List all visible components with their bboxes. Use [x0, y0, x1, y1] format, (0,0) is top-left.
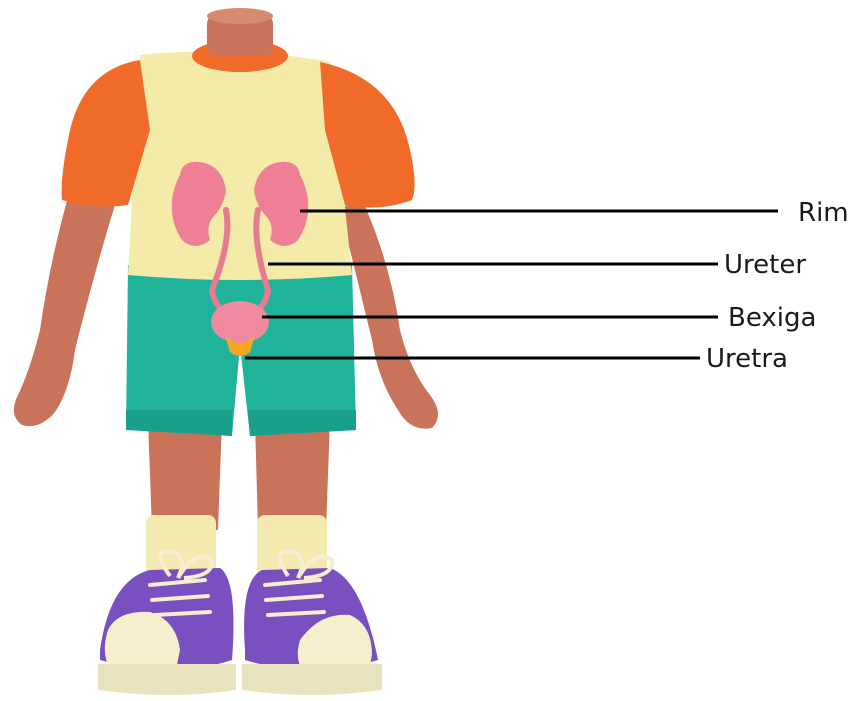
- bladder: [211, 301, 269, 343]
- label-bexiga: Bexiga: [728, 303, 816, 333]
- shirt: [128, 51, 352, 280]
- left-shoe: [98, 552, 236, 696]
- character-figure: [14, 8, 438, 695]
- neck: [192, 8, 288, 72]
- label-rim: Rim: [798, 198, 849, 228]
- label-uretra: Uretra: [706, 344, 788, 374]
- right-shoe: [242, 552, 382, 696]
- label-ureter: Ureter: [724, 250, 806, 280]
- legs: [148, 420, 330, 530]
